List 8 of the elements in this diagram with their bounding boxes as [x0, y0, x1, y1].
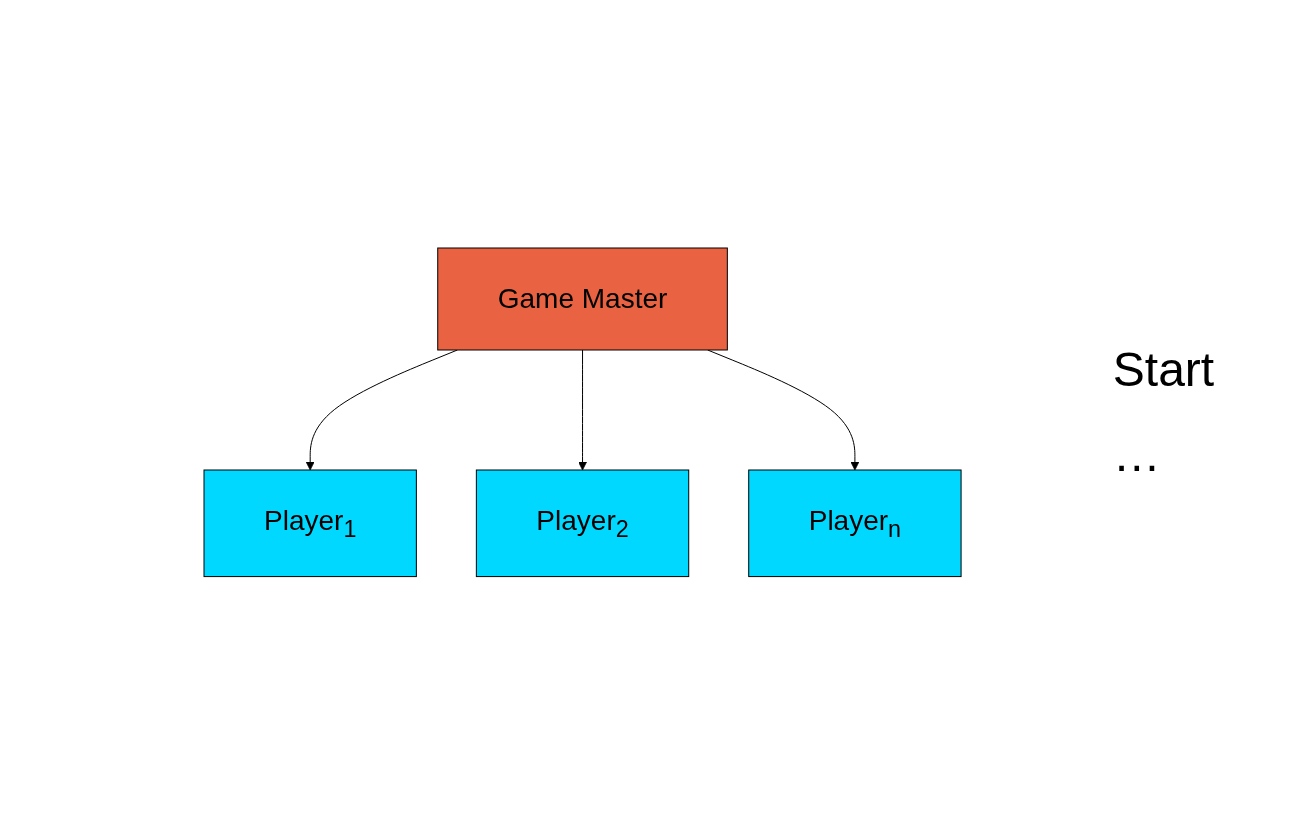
arrow [707, 349, 860, 471]
node-box: Player$_{1}$ [203, 469, 418, 577]
note-label: … [1112, 427, 1162, 482]
node-box: Player$_{2}$ [476, 469, 690, 577]
note-label: Start [1112, 342, 1215, 397]
node-box: Game Master [437, 247, 729, 351]
node-box: Player$_{n}$ [748, 469, 962, 577]
arrow [578, 349, 588, 471]
